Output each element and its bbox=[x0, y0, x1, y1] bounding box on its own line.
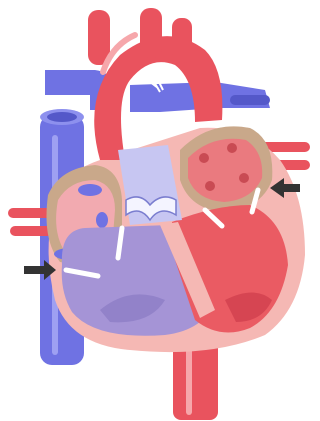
pulmonary-artery bbox=[45, 70, 270, 112]
left-atrium bbox=[180, 126, 272, 212]
